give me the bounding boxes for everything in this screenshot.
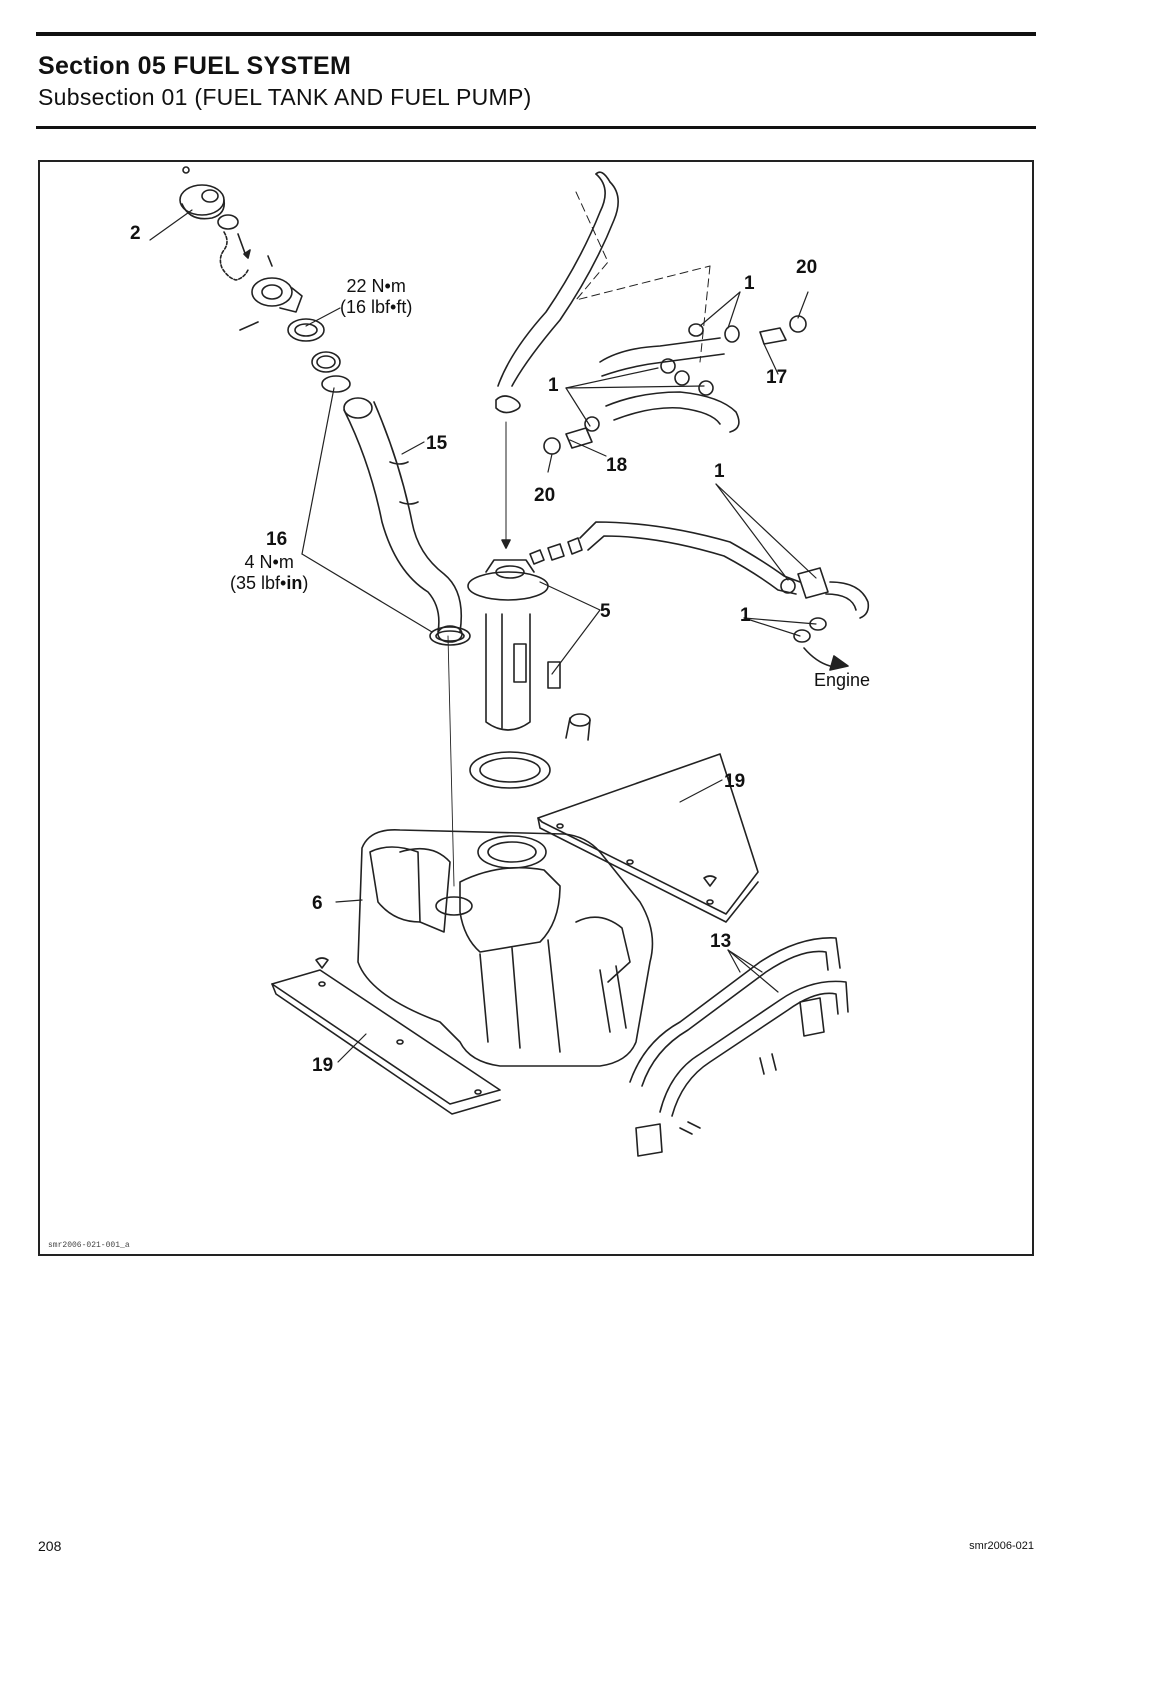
- pump-outlet-hose: [530, 522, 868, 670]
- callout-1-vent-top: 1: [744, 274, 755, 293]
- page-number: 208: [38, 1538, 61, 1554]
- callout-19-lower: 19: [312, 1056, 333, 1075]
- vent-hose: [496, 172, 806, 454]
- subsection-title: Subsection 01 (FUEL TANK AND FUEL PUMP): [38, 84, 532, 111]
- callout-15: 15: [426, 434, 447, 453]
- guard-plate-lower: [272, 958, 500, 1114]
- section-title: Section 05 FUEL SYSTEM: [38, 52, 351, 81]
- callout-20-top: 20: [796, 258, 817, 277]
- callout-18: 18: [606, 456, 627, 475]
- torque-clamp-metric: 4 N•m: [230, 552, 308, 573]
- callout-6: 6: [312, 894, 323, 913]
- fuel-pump-module: [468, 422, 590, 740]
- fuel-cap-assembly: [180, 167, 350, 392]
- fuel-system-drawing: [40, 162, 1032, 1254]
- pump-lock-ring: [470, 752, 550, 788]
- callout-13: 13: [710, 932, 731, 951]
- document-code: smr2006-021: [969, 1540, 1034, 1552]
- torque-note-clamp: 4 N•m (35 lbf•in): [230, 552, 308, 593]
- top-rule: [36, 32, 1036, 36]
- callout-16: 16: [266, 530, 287, 549]
- torque-note-cap: 22 N•m (16 lbf•ft): [340, 276, 412, 317]
- callout-19-upper: 19: [724, 772, 745, 791]
- callout-1-vent-left: 1: [548, 376, 559, 395]
- figure-id: smr2006-021-001_a: [48, 1241, 130, 1250]
- torque-cap-metric: 22 N•m: [340, 276, 412, 297]
- exploded-view-figure: 2 1 20 17 1 18 20 1 15 16 5 1 19 6 13 19…: [38, 160, 1034, 1256]
- callout-1-outlet: 1: [714, 462, 725, 481]
- callout-2: 2: [130, 224, 141, 243]
- callout-17: 17: [766, 368, 787, 387]
- torque-clamp-imperial: (35 lbf•in): [230, 573, 308, 594]
- callout-1-engine: 1: [740, 606, 751, 625]
- header-rule: [36, 126, 1036, 129]
- callout-20-bottom: 20: [534, 486, 555, 505]
- engine-label: Engine: [814, 670, 870, 691]
- torque-cap-imperial: (16 lbf•ft): [340, 297, 412, 318]
- callout-5: 5: [600, 602, 611, 621]
- fuel-tank: [358, 830, 652, 1066]
- filler-neck-hose: [344, 398, 470, 645]
